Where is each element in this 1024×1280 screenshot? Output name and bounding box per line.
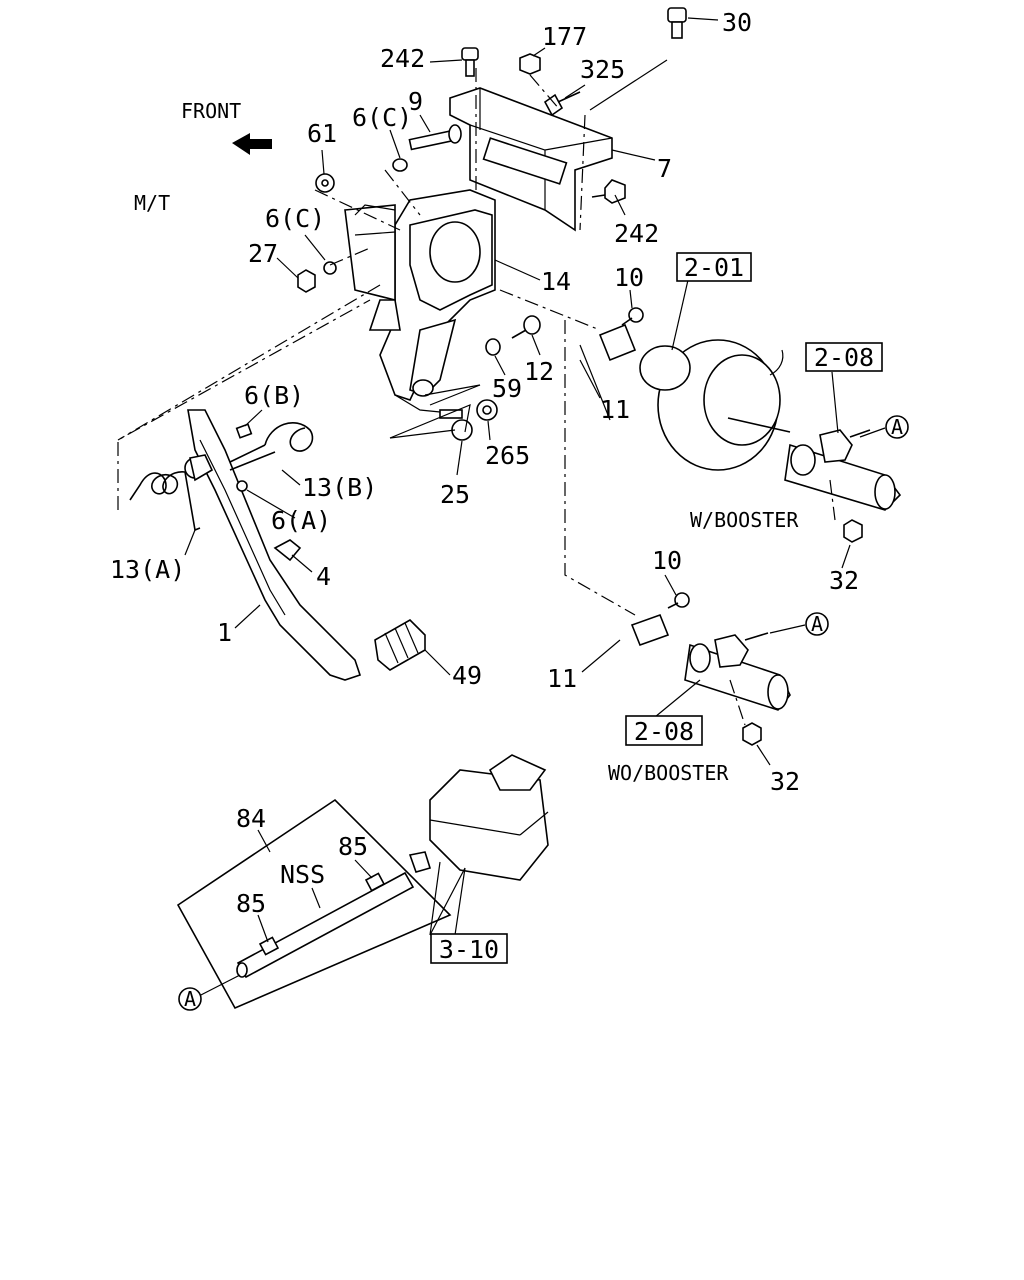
part-14: 14 xyxy=(541,267,571,296)
master-cylinder-without-booster xyxy=(630,613,791,711)
part-84: 84 xyxy=(236,804,266,833)
return-spring xyxy=(129,471,201,532)
part-85-bottom: 85 xyxy=(236,889,266,918)
part-177: 177 xyxy=(542,22,587,51)
boxed-references: 2-01 2-08 2-08 3-10 xyxy=(430,252,883,964)
assist-spring xyxy=(229,421,314,471)
part-265: 265 xyxy=(485,441,530,470)
part-7: 7 xyxy=(657,154,672,183)
part-6c-mid: 6(C) xyxy=(265,204,325,233)
circle-a-bottom: A xyxy=(184,987,196,1011)
ref-3-10: 3-10 xyxy=(439,935,499,964)
leader-lines xyxy=(184,17,886,999)
pedal-bracket xyxy=(344,189,496,413)
mt-label: M/T xyxy=(134,191,170,215)
small-parts xyxy=(235,7,863,746)
text-labels: FRONT M/T W/BOOSTER WO/BOOSTER NSS xyxy=(134,99,799,889)
part-11-top: 11 xyxy=(600,395,630,424)
part-25: 25 xyxy=(440,480,470,509)
circle-a-mid: A xyxy=(811,612,823,636)
ref-2-01: 2-01 xyxy=(684,253,744,282)
reservoir-tank xyxy=(408,754,549,881)
part-325: 325 xyxy=(580,55,625,84)
master-cylinder-with-booster xyxy=(784,429,902,511)
part-242-right: 242 xyxy=(614,219,659,248)
part-49: 49 xyxy=(452,661,482,690)
part-1: 1 xyxy=(217,618,232,647)
w-booster-label: W/BOOSTER xyxy=(690,508,799,532)
upper-bracket xyxy=(449,87,613,232)
part-30: 30 xyxy=(722,8,752,37)
hose-assembly xyxy=(176,798,452,1010)
part-242-top: 242 xyxy=(380,44,425,73)
part-6c-top: 6(C) xyxy=(352,103,412,132)
part-6a: 6(A) xyxy=(271,506,331,535)
part-59: 59 xyxy=(492,374,522,403)
wo-booster-label: WO/BOOSTER xyxy=(608,761,729,785)
part-13b: 13(B) xyxy=(302,473,377,502)
part-10-bottom: 10 xyxy=(652,546,682,575)
circle-a-markers: A A A xyxy=(178,415,909,1011)
front-label: FRONT xyxy=(181,99,241,123)
brake-booster xyxy=(598,323,791,471)
part-10-top: 10 xyxy=(614,263,644,292)
ref-2-08-top: 2-08 xyxy=(814,343,874,372)
part-11-bottom: 11 xyxy=(547,664,577,693)
part-9: 9 xyxy=(408,87,423,116)
part-27: 27 xyxy=(248,239,278,268)
reference-lines xyxy=(117,68,836,726)
front-arrow-icon xyxy=(232,133,272,155)
part-13a: 13(A) xyxy=(110,555,185,584)
part-32-bottom: 32 xyxy=(770,767,800,796)
circle-a-top: A xyxy=(891,415,903,439)
clutch-pedal-arm xyxy=(184,409,362,681)
part-number-labels: 30 177 242 325 9 6(C) 61 7 6(C) 242 27 1… xyxy=(110,8,859,918)
part-61: 61 xyxy=(307,119,337,148)
part-6b: 6(B) xyxy=(244,381,304,410)
nss-label: NSS xyxy=(280,860,325,889)
part-12: 12 xyxy=(524,357,554,386)
pedal-pad xyxy=(374,619,426,671)
part-85-top: 85 xyxy=(338,832,368,861)
ref-2-08-bottom: 2-08 xyxy=(634,717,694,746)
part-32-top: 32 xyxy=(829,566,859,595)
part-4: 4 xyxy=(316,562,331,591)
